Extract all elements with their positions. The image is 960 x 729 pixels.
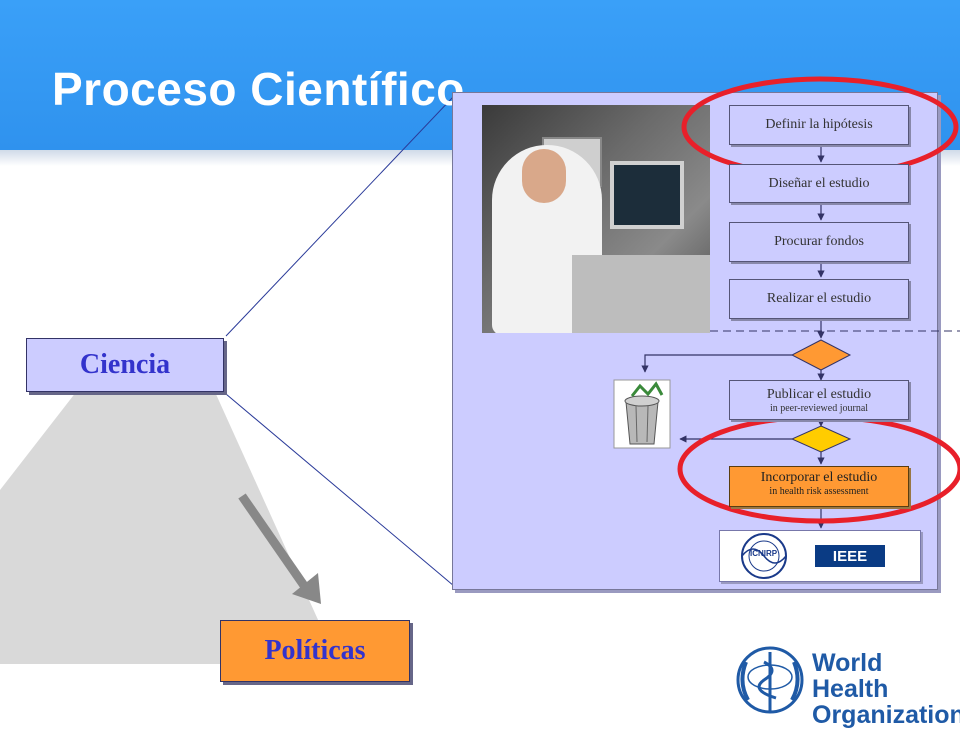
desk-shape: [572, 255, 710, 333]
step-design-study: Diseñar el estudio: [729, 164, 909, 203]
step-publish-study: Publicar el estudio in peer-reviewed jou…: [729, 380, 909, 420]
who-line2: Organization: [812, 701, 960, 729]
trash-can-icon: [613, 379, 671, 449]
who-emblem-icon: [736, 646, 804, 714]
step-conduct-study: Realizar el estudio: [729, 279, 909, 319]
publish-sub-label: in peer-reviewed journal: [769, 402, 869, 414]
connector-line-top: [225, 95, 455, 337]
icnirp-letters: ICNIRP: [750, 549, 778, 558]
gray-arrow-shaft: [238, 493, 309, 590]
publish-main-label: Publicar el estudio: [766, 386, 872, 402]
reject-arrow-1: [641, 354, 792, 373]
step-incorporate-study: Incorporar el estudio in health risk ass…: [729, 466, 909, 507]
step-procure-funds: Procurar fondos: [729, 222, 909, 262]
incorporate-main-label: Incorporar el estudio: [760, 470, 878, 485]
gray-arrow-head: [292, 573, 321, 604]
ieee-label: IEEE: [832, 547, 868, 565]
connector-line-bottom: [225, 393, 455, 587]
incorporate-sub-label: in health risk assessment: [769, 486, 869, 497]
monitor-shape: [610, 161, 684, 229]
scientist-head: [522, 149, 566, 203]
ciencia-node: Ciencia: [26, 338, 224, 392]
lab-photo: [482, 105, 710, 333]
page-title: Proceso Científico: [52, 63, 465, 115]
icnirp-logo: [741, 533, 787, 579]
gray-triangle: [0, 338, 338, 664]
organization-logos: ICNIRP IEEE: [719, 530, 921, 582]
who-line1: World Health: [812, 649, 889, 703]
ieee-logo: IEEE: [815, 545, 885, 567]
politicas-node: Políticas: [220, 620, 410, 682]
who-wordmark: World Health Organization: [812, 650, 960, 728]
step-define-hypothesis: Definir la hipótesis: [729, 105, 909, 145]
